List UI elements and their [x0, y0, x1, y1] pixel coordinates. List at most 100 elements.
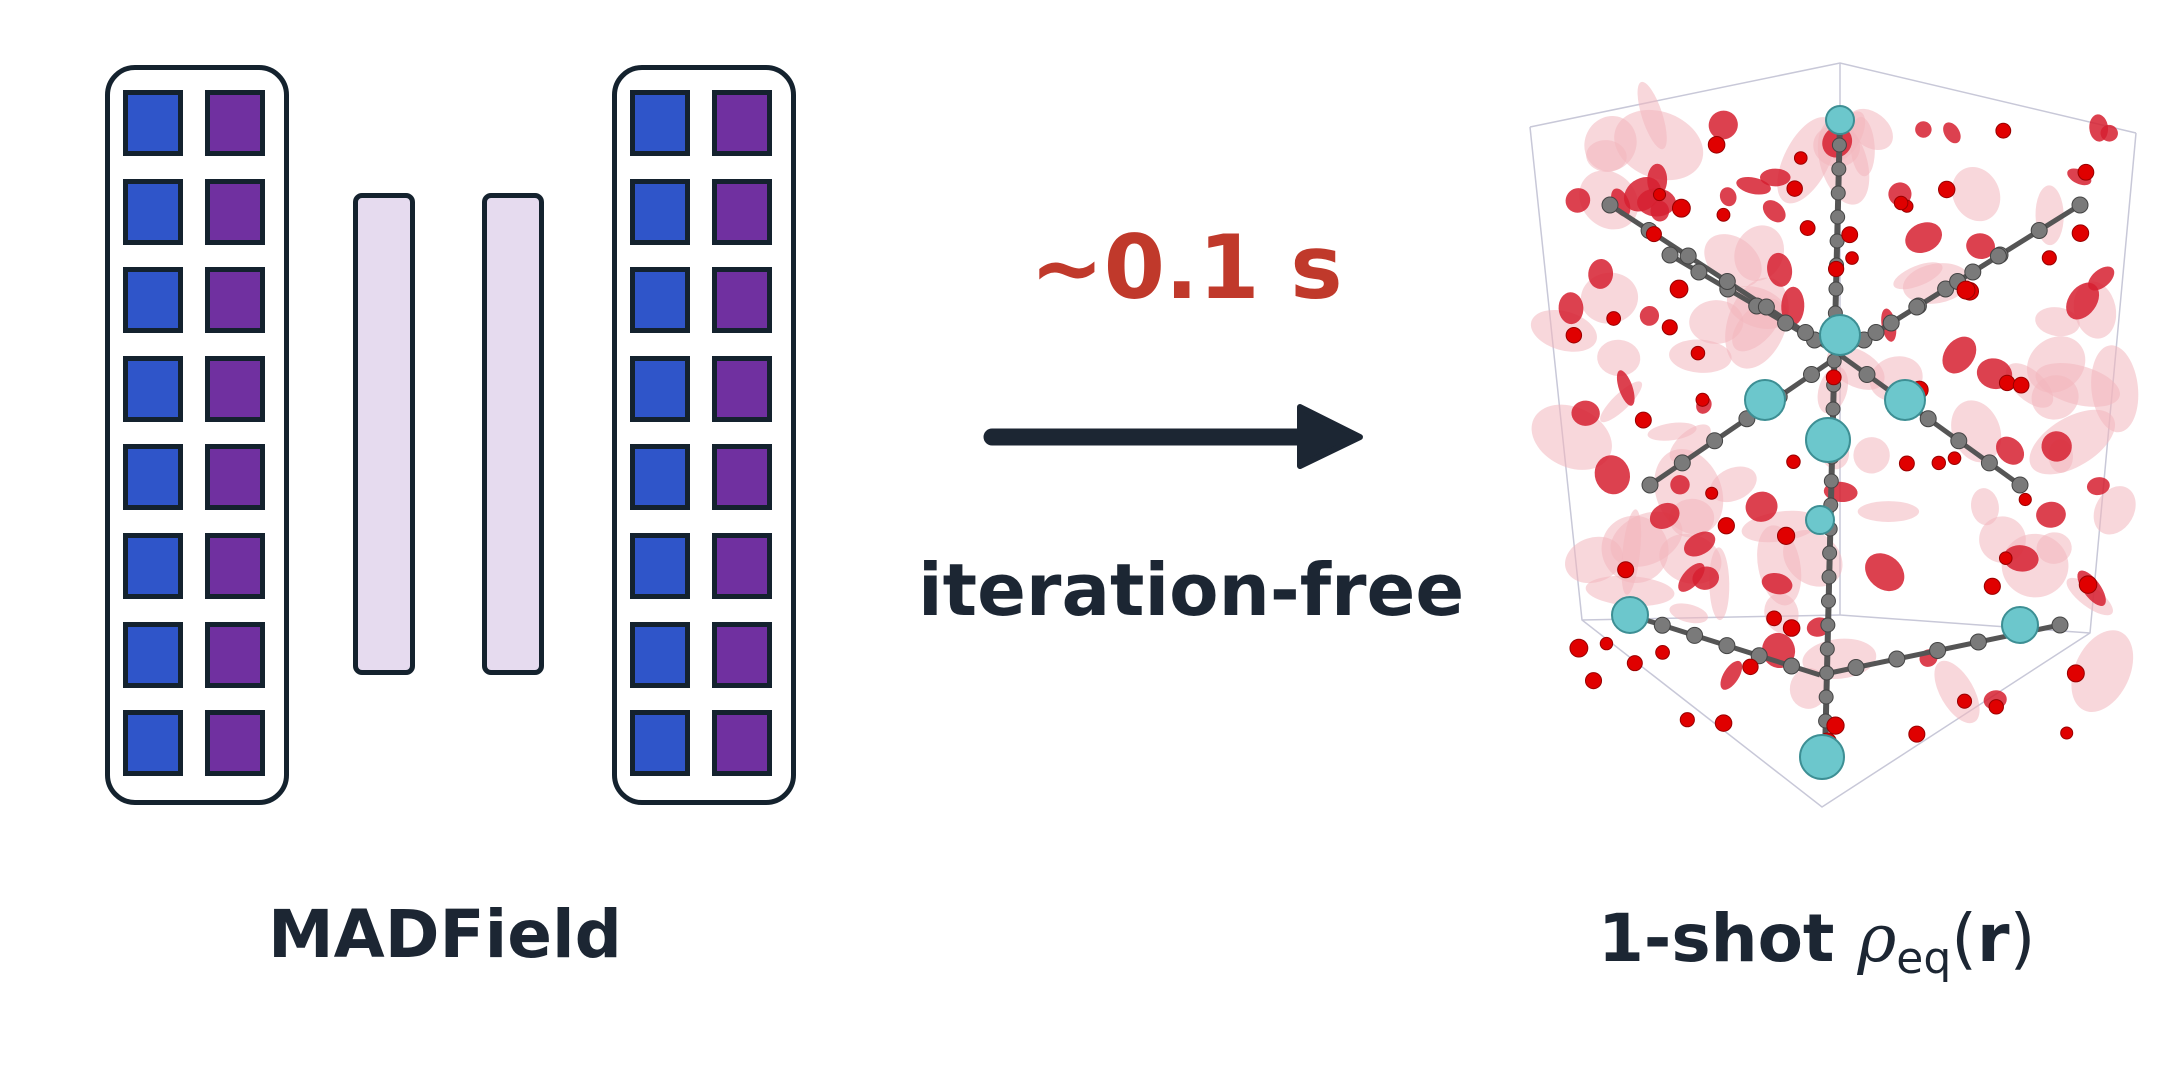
input-cell-blue	[123, 90, 183, 156]
carbon-atom	[1750, 647, 1768, 665]
metal-node	[1805, 505, 1835, 535]
iteration-free-label: iteration-free	[918, 548, 1465, 632]
input-cell-blue	[123, 178, 183, 245]
oxygen-atom	[1988, 699, 2004, 715]
density-core	[2036, 501, 2066, 528]
oxygen-atom	[1626, 655, 1643, 672]
carbon-atom	[1828, 281, 1844, 297]
density-core	[2088, 266, 2115, 291]
density-halo	[1725, 277, 1789, 369]
carbon-atom	[1830, 209, 1846, 225]
oxygen-atom	[1565, 326, 1583, 344]
input-cell-blue	[123, 710, 183, 777]
carbon-atom	[1777, 314, 1795, 332]
density-core	[1943, 122, 1961, 144]
density-core	[1637, 188, 1676, 217]
speed-label: ~0.1 s	[1030, 216, 1343, 319]
density-halo	[1597, 339, 1641, 377]
density-core	[1767, 252, 1793, 287]
density-halo	[1586, 140, 1627, 172]
density-core	[1719, 187, 1737, 207]
position-vector: r	[1977, 900, 2010, 977]
density-core	[1683, 531, 1716, 557]
metal-node	[1799, 734, 1845, 780]
oxygen-atom	[1717, 517, 1735, 535]
oxygen-atom	[2078, 575, 2098, 594]
density-halo	[1893, 262, 1943, 290]
carbon-atom	[1908, 298, 1926, 316]
density-core	[1639, 305, 1660, 326]
density-halo	[2071, 630, 2134, 712]
carbon-atom	[1797, 324, 1814, 341]
output-cell-purple	[712, 355, 772, 422]
input-feature-stack	[105, 65, 289, 805]
carbon-atom	[1929, 642, 1947, 659]
carbon-atom	[1847, 659, 1865, 676]
atoms	[1565, 105, 2098, 780]
carbon-atom	[1661, 246, 1679, 264]
carbon-atom	[1830, 185, 1846, 201]
density-core	[1558, 292, 1584, 325]
oxygen-atom	[1645, 226, 1662, 243]
output-cell-purple	[712, 444, 772, 511]
input-cell-purple	[205, 444, 265, 511]
metal-node	[1611, 596, 1649, 634]
metal-node	[1819, 314, 1861, 356]
carbon-atom	[1821, 569, 1837, 585]
carbon-atom	[1888, 650, 1906, 668]
carbon-atom	[1825, 401, 1841, 417]
density-halo	[1857, 501, 1920, 522]
oxygen-atom	[1652, 188, 1667, 202]
oxygen-atom	[1908, 725, 1926, 743]
output-cell-purple	[712, 267, 772, 334]
density-core	[1588, 258, 1614, 289]
oxygen-atom	[1606, 311, 1622, 326]
density-halo	[1850, 116, 1875, 177]
output-prefix: 1-shot	[1598, 900, 1858, 977]
metal-node	[1744, 379, 1786, 421]
density-core	[2066, 282, 2100, 320]
carbon-atom	[1867, 324, 1885, 341]
hidden-layer-bar-2	[482, 193, 544, 675]
oxygen-atom	[1998, 551, 2013, 565]
output-cell-purple	[712, 178, 772, 245]
oxygen-atom	[2041, 250, 2057, 266]
carbon-atom	[1831, 161, 1847, 177]
carbon-atom	[1803, 366, 1820, 383]
density-core	[1762, 200, 1786, 223]
oxygen-atom	[1569, 638, 1589, 658]
oxygen-atom	[1716, 207, 1731, 222]
oxygen-atom	[1799, 220, 1816, 236]
oxygen-atom	[1995, 122, 2012, 139]
close-paren: )	[2009, 900, 2036, 977]
oxygen-atom	[1766, 610, 1782, 627]
carbon-atom	[1718, 637, 1736, 655]
oxygen-atom	[2066, 664, 2085, 683]
mof-density-render	[1529, 62, 2139, 808]
output-feature-stack	[612, 65, 796, 805]
oxygen-atom	[1634, 411, 1652, 429]
carbon-atom	[1980, 454, 1998, 472]
density-core	[2089, 114, 2109, 142]
oxygen-atom	[1655, 645, 1670, 660]
density-core	[2003, 545, 2039, 572]
density-halo	[1647, 422, 1697, 441]
oxygen-atom	[1947, 451, 1962, 465]
density-core	[1616, 370, 1635, 406]
density-core	[1760, 168, 1791, 187]
density-halo	[1789, 668, 1828, 709]
density-core	[2086, 477, 2110, 496]
density-halo	[1853, 437, 1890, 474]
oxygen-atom	[1782, 619, 1801, 637]
output-cell-purple	[712, 621, 772, 688]
output-cell-purple	[712, 90, 772, 156]
carbon-atom	[1989, 247, 2007, 265]
carbon-atom	[2011, 476, 2029, 494]
output-density-label: 1-shot ρeq(r)	[1598, 900, 2035, 984]
carbon-atom	[1964, 263, 1982, 281]
oxygen-atom	[1956, 280, 1976, 300]
model-name-label: MADField	[268, 896, 622, 973]
metal-node	[1825, 105, 1855, 135]
carbon-atom	[1673, 454, 1691, 472]
density-core	[1761, 572, 1793, 595]
